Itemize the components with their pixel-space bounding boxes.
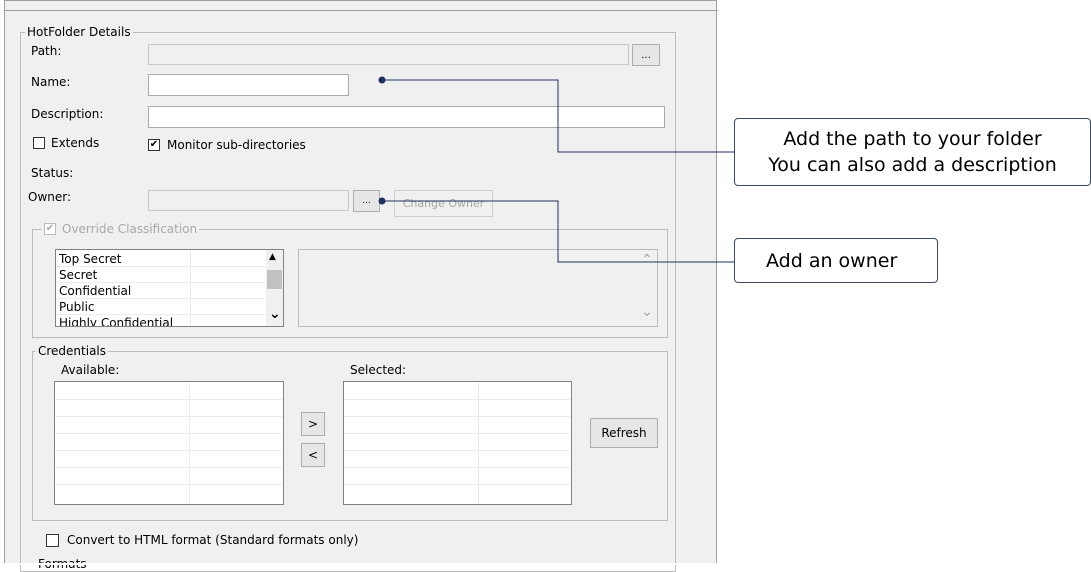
- convert-html-label: Convert to HTML format (Standard formats…: [67, 533, 359, 547]
- classification-column-divider: [190, 250, 191, 326]
- available-row-line: [55, 484, 283, 485]
- description-label: Description:: [31, 107, 104, 121]
- classification-row-line: [56, 282, 283, 283]
- classification-item[interactable]: Public: [59, 300, 95, 314]
- selected-row-line: [344, 416, 571, 417]
- panel-top-divider: [4, 10, 718, 11]
- detail-scroll-down-icon: ⌄: [641, 304, 653, 320]
- classification-row-line: [56, 266, 283, 267]
- remove-credential-button[interactable]: <: [301, 443, 325, 467]
- monitor-subdirectories-label: Monitor sub-directories: [167, 138, 306, 152]
- classification-item[interactable]: Top Secret: [59, 252, 122, 266]
- owner-field[interactable]: [148, 190, 349, 211]
- selected-row-line: [344, 467, 571, 468]
- change-owner-button[interactable]: Change Owner: [394, 190, 493, 217]
- scroll-up-icon[interactable]: ▲: [269, 252, 276, 262]
- hotfolder-details-title: HotFolder Details: [25, 25, 133, 39]
- selected-row-line: [344, 399, 571, 400]
- available-row-line: [55, 450, 283, 451]
- name-label: Name:: [31, 75, 71, 89]
- scroll-down-icon[interactable]: ⌄: [269, 306, 281, 322]
- owner-callout-dot: [378, 197, 386, 205]
- path-callout-line1: Add the path to your folder: [783, 128, 1042, 150]
- available-row-line: [55, 433, 283, 434]
- owner-label: Owner:: [28, 190, 72, 204]
- classification-item[interactable]: Secret: [59, 268, 98, 282]
- override-classification-title: Override Classification: [62, 222, 198, 236]
- description-field[interactable]: [148, 106, 665, 128]
- selected-row-line: [344, 433, 571, 434]
- selected-row-line: [344, 450, 571, 451]
- classification-item[interactable]: Confidential: [59, 284, 132, 298]
- available-row-line: [55, 467, 283, 468]
- selected-column-divider: [478, 382, 479, 504]
- credentials-title: Credentials: [36, 344, 109, 358]
- path-label: Path:: [31, 44, 62, 58]
- override-classification-checkbox[interactable]: ✔: [44, 223, 56, 235]
- available-column-divider: [189, 382, 190, 504]
- available-row-line: [55, 416, 283, 417]
- detail-scroll-up-icon: ⌃: [641, 252, 653, 268]
- path-callout: Add the path to your folder You can also…: [734, 118, 1091, 186]
- credentials-group: [32, 351, 668, 521]
- selected-row-line: [344, 484, 571, 485]
- owner-callout-connector: [382, 200, 735, 263]
- available-list[interactable]: [54, 381, 284, 505]
- classification-list[interactable]: Top Secret Secret Confidential Public Hi…: [55, 249, 284, 327]
- path-browse-button[interactable]: ...: [632, 44, 660, 66]
- status-label: Status:: [31, 166, 74, 180]
- panel-bottom-edge: [4, 563, 718, 565]
- path-field[interactable]: [148, 44, 629, 65]
- extends-checkbox[interactable]: [33, 137, 45, 149]
- monitor-subdirectories-checkbox[interactable]: ✔: [148, 139, 160, 151]
- classification-row-line: [56, 314, 283, 315]
- override-classification-header: ✔ Override Classification: [42, 221, 200, 237]
- path-callout-dot: [378, 76, 386, 84]
- classification-item[interactable]: Highly Confidential: [59, 316, 174, 327]
- add-credential-button[interactable]: >: [301, 412, 325, 436]
- path-callout-connector: [382, 79, 735, 153]
- classification-row-line: [56, 298, 283, 299]
- owner-callout-text: Add an owner: [766, 249, 898, 272]
- convert-html-checkbox[interactable]: [46, 534, 59, 547]
- selected-label: Selected:: [350, 363, 407, 377]
- scrollbar-thumb[interactable]: [267, 270, 282, 289]
- selected-list[interactable]: [343, 381, 572, 505]
- extends-label: Extends: [51, 136, 100, 150]
- refresh-button[interactable]: Refresh: [590, 418, 658, 448]
- path-callout-line2: You can also add a description: [768, 154, 1057, 176]
- name-field[interactable]: [148, 74, 349, 96]
- classification-scrollbar[interactable]: ▲ ⌄: [266, 250, 283, 326]
- available-label: Available:: [61, 363, 120, 377]
- override-classification-group: [32, 229, 668, 338]
- owner-callout: Add an owner: [734, 238, 938, 283]
- available-row-line: [55, 399, 283, 400]
